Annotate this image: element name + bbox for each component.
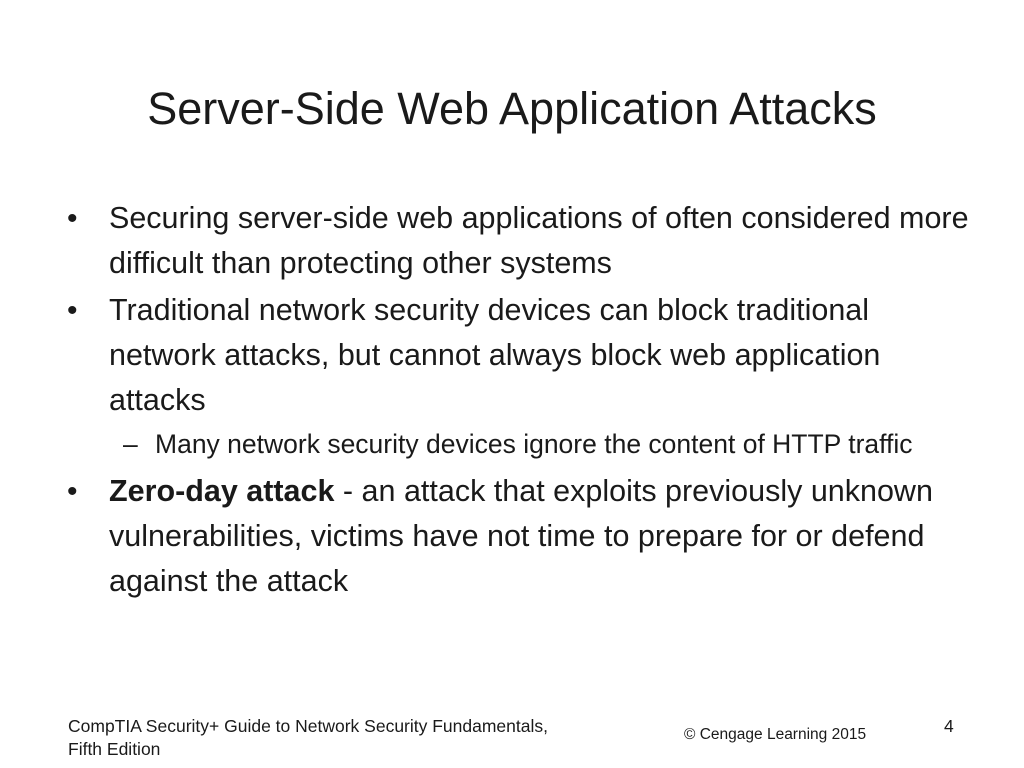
slide-title: Server-Side Web Application Attacks	[147, 83, 877, 134]
bullet-item: • Traditional network security devices c…	[67, 288, 972, 423]
sub-bullet-text: Many network security devices ignore the…	[155, 429, 913, 459]
bullet-item: • Zero-day attack - an attack that explo…	[67, 469, 972, 604]
footer-book-line: Fifth Edition	[68, 739, 161, 759]
footer-book-line: CompTIA Security+ Guide to Network Secur…	[68, 716, 548, 736]
footer-book-title: CompTIA Security+ Guide to Network Secur…	[68, 715, 628, 761]
defined-term: Zero-day attack	[109, 474, 335, 508]
sub-bullet-marker: –	[123, 429, 138, 459]
bullet-text: - an attack that exploits previously unk…	[109, 474, 933, 598]
bullet-text: Securing server-side web applications of…	[109, 201, 969, 280]
footer-copyright: © Cengage Learning 2015	[684, 726, 867, 743]
bullet-text: Traditional network security devices can…	[109, 293, 881, 417]
sub-bullet-item: – Many network security devices ignore t…	[67, 425, 972, 463]
bullet-marker: •	[67, 475, 78, 508]
bullet-item: • Securing server-side web applications …	[67, 196, 972, 286]
bullet-list: • Securing server-side web applications …	[67, 196, 972, 606]
bullet-marker: •	[67, 294, 78, 327]
bullet-marker: •	[67, 202, 78, 235]
page-number: 4	[944, 716, 954, 736]
